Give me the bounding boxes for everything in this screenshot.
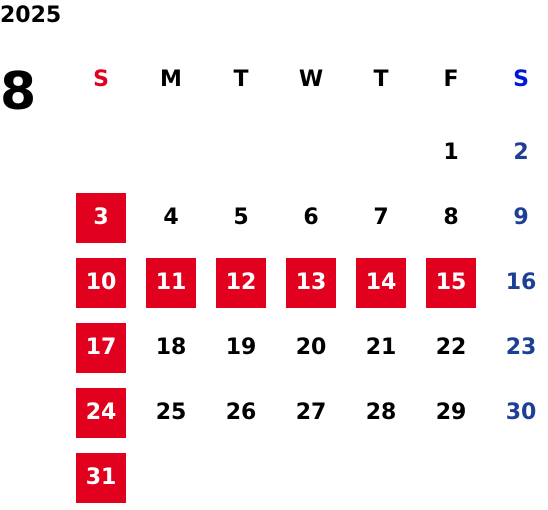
day-number: 25 bbox=[155, 399, 187, 425]
day-number: 29 bbox=[435, 399, 467, 425]
day-number: 30 bbox=[505, 399, 537, 425]
day-cell: 20 bbox=[276, 315, 346, 380]
day-number: 18 bbox=[155, 334, 187, 360]
day-number-holiday: 10 bbox=[76, 257, 126, 308]
day-cell: 14 bbox=[346, 250, 416, 315]
day-number-holiday: 14 bbox=[356, 257, 406, 308]
day-cell: 5 bbox=[206, 185, 276, 250]
day-number: 5 bbox=[233, 204, 249, 230]
day-cell: 27 bbox=[276, 380, 346, 445]
day-cell: 12 bbox=[206, 250, 276, 315]
day-cell: 25 bbox=[136, 380, 206, 445]
weekday-label: T bbox=[233, 67, 249, 92]
day-cell: 11 bbox=[136, 250, 206, 315]
day-number-holiday: 12 bbox=[216, 257, 266, 308]
day-cell: 10 bbox=[66, 250, 136, 315]
day-cell: 1 bbox=[416, 120, 486, 185]
day-number-holiday: 11 bbox=[146, 257, 196, 308]
day-number: 19 bbox=[225, 334, 257, 360]
day-number: 8 bbox=[443, 204, 459, 230]
day-cell: 19 bbox=[206, 315, 276, 380]
day-number: 26 bbox=[225, 399, 257, 425]
day-number-holiday: 15 bbox=[426, 257, 476, 308]
day-number-holiday: 17 bbox=[76, 322, 126, 373]
day-number: 20 bbox=[295, 334, 327, 360]
day-number: 28 bbox=[365, 399, 397, 425]
day-cell: 18 bbox=[136, 315, 206, 380]
day-cell: 6 bbox=[276, 185, 346, 250]
day-number: 2 bbox=[513, 139, 529, 165]
day-cell: 9 bbox=[486, 185, 548, 250]
calendar-month: 8 bbox=[0, 62, 37, 122]
day-cell: 16 bbox=[486, 250, 548, 315]
day-cell: 8 bbox=[416, 185, 486, 250]
weekday-label: M bbox=[160, 67, 182, 92]
day-number: 16 bbox=[505, 269, 537, 295]
day-number-holiday: 13 bbox=[286, 257, 336, 308]
day-number: 23 bbox=[505, 334, 537, 360]
day-cell: 23 bbox=[486, 315, 548, 380]
calendar-year: 2025 bbox=[0, 3, 62, 28]
day-cell: 13 bbox=[276, 250, 346, 315]
day-cell: 26 bbox=[206, 380, 276, 445]
day-number: 21 bbox=[365, 334, 397, 360]
day-cell: 31 bbox=[66, 445, 136, 510]
day-number: 27 bbox=[295, 399, 327, 425]
day-number: 7 bbox=[373, 204, 389, 230]
day-cell: 2 bbox=[486, 120, 548, 185]
day-cell: 17 bbox=[66, 315, 136, 380]
day-number: 1 bbox=[443, 139, 459, 165]
day-cell: 21 bbox=[346, 315, 416, 380]
day-number: 4 bbox=[163, 204, 179, 230]
day-number-holiday: 3 bbox=[76, 192, 126, 243]
day-cell: 3 bbox=[66, 185, 136, 250]
day-number: 6 bbox=[303, 204, 319, 230]
day-cell: 22 bbox=[416, 315, 486, 380]
day-number: 9 bbox=[513, 204, 529, 230]
weekday-label: F bbox=[443, 67, 459, 92]
day-cell: 28 bbox=[346, 380, 416, 445]
weekday-label: S bbox=[93, 67, 109, 92]
day-cell: 7 bbox=[346, 185, 416, 250]
day-number: 22 bbox=[435, 334, 467, 360]
weekday-label: W bbox=[298, 67, 324, 92]
day-cell: 24 bbox=[66, 380, 136, 445]
day-number-holiday: 31 bbox=[76, 452, 126, 503]
weekday-label: T bbox=[373, 67, 389, 92]
weekday-label: S bbox=[513, 67, 529, 92]
day-cell: 4 bbox=[136, 185, 206, 250]
day-cell: 15 bbox=[416, 250, 486, 315]
day-cell: 29 bbox=[416, 380, 486, 445]
day-cell: 30 bbox=[486, 380, 548, 445]
day-number-holiday: 24 bbox=[76, 387, 126, 438]
